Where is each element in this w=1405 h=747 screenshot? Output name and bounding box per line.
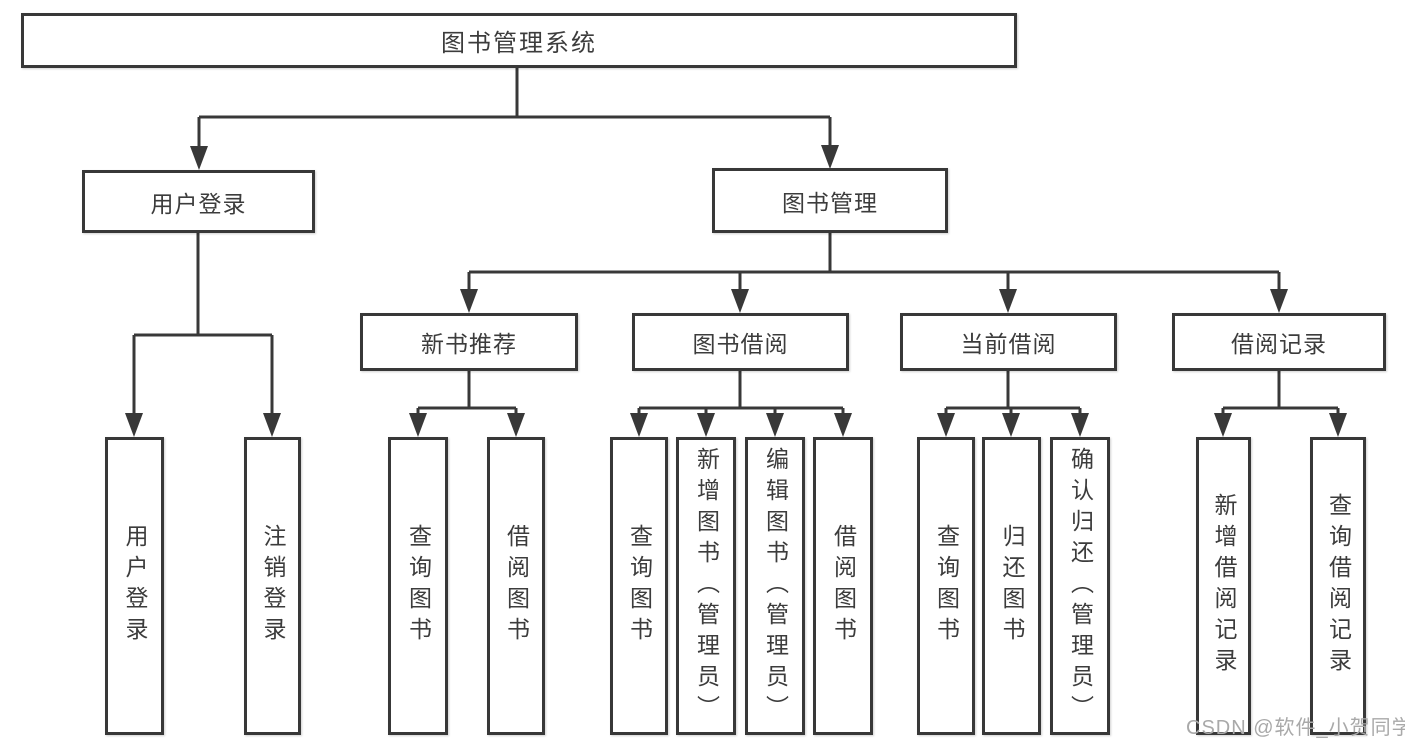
leaf-return-books: 归还图书 <box>982 437 1041 735</box>
node-current-borrowing: 当前借阅 <box>900 313 1117 371</box>
connector-root <box>197 68 832 150</box>
leaf-logout: 注销登录 <box>244 437 301 735</box>
arrowhead <box>125 413 143 437</box>
arrowhead <box>697 413 715 437</box>
node-label: 借阅记录 <box>1231 331 1327 357</box>
leaf-label: 借阅图书 <box>830 524 857 648</box>
leaf-add-borrow-record: 新增借阅记录 <box>1196 437 1251 735</box>
arrowhead <box>937 413 955 437</box>
arrowhead <box>834 413 852 437</box>
leaf-label: 查询图书 <box>933 524 960 648</box>
leaf-label: 借阅图书 <box>503 524 530 648</box>
node-book-management: 图书管理 <box>712 168 948 233</box>
leaf-user-login: 用户登录 <box>105 437 164 735</box>
leaf-borrow-books-recommend: 借阅图书 <box>487 437 545 735</box>
connector-book-borrowing <box>637 371 845 417</box>
arrowhead <box>263 413 281 437</box>
arrowhead <box>1002 413 1020 437</box>
leaf-label: 新增图书（管理员） <box>693 446 720 726</box>
arrowhead <box>507 413 525 437</box>
node-borrowing-records: 借阅记录 <box>1172 313 1386 371</box>
arrowhead <box>630 413 648 437</box>
leaf-label: 查询图书 <box>405 524 432 648</box>
leaf-query-books-borrowing: 查询图书 <box>610 437 668 735</box>
leaf-label: 编辑图书（管理员） <box>762 446 789 726</box>
leaf-label: 查询图书 <box>626 524 653 648</box>
node-label: 用户登录 <box>150 190 247 217</box>
connector-user-login <box>132 233 274 417</box>
leaf-label: 用户登录 <box>122 524 148 648</box>
arrowhead <box>1329 413 1347 437</box>
leaf-confirm-return-admin: 确认归还（管理员） <box>1050 437 1110 735</box>
connector-current-borrowing <box>944 371 1082 417</box>
leaf-borrow-books-borrowing: 借阅图书 <box>813 437 873 735</box>
arrowhead <box>460 289 478 313</box>
node-label: 新书推荐 <box>421 331 517 357</box>
leaf-label: 新增借阅记录 <box>1211 493 1237 679</box>
arrowhead <box>1270 289 1288 313</box>
node-root-label: 图书管理系统 <box>441 30 597 57</box>
arrowhead <box>999 289 1017 313</box>
connector-borrowing-records <box>1221 371 1340 417</box>
node-label: 图书借阅 <box>692 331 789 357</box>
arrowhead <box>1071 413 1089 437</box>
leaf-label: 归还图书 <box>999 524 1025 648</box>
arrowhead <box>190 146 208 170</box>
node-label: 当前借阅 <box>960 331 1057 357</box>
node-root: 图书管理系统 <box>21 13 1017 68</box>
arrowhead <box>731 289 749 313</box>
leaf-edit-books-admin: 编辑图书（管理员） <box>745 437 805 735</box>
leaf-label: 查询借阅记录 <box>1325 493 1352 679</box>
node-book-borrowing: 图书借阅 <box>632 313 849 371</box>
leaf-label: 注销登录 <box>260 524 286 648</box>
arrowhead <box>821 145 839 169</box>
connector-new-book-recommend <box>416 371 518 417</box>
node-label: 图书管理 <box>782 189 878 216</box>
node-new-book-recommend: 新书推荐 <box>360 313 578 371</box>
arrowhead <box>1214 413 1232 437</box>
connector-book-management <box>467 233 1281 293</box>
leaf-query-books-recommend: 查询图书 <box>388 437 448 735</box>
leaf-query-books-current: 查询图书 <box>917 437 975 735</box>
arrowhead <box>766 413 784 437</box>
leaf-add-books-admin: 新增图书（管理员） <box>676 437 736 735</box>
leaf-query-borrow-record: 查询借阅记录 <box>1310 437 1366 735</box>
leaf-label: 确认归还（管理员） <box>1067 446 1094 726</box>
node-user-login: 用户登录 <box>82 170 315 233</box>
arrowhead <box>409 413 427 437</box>
